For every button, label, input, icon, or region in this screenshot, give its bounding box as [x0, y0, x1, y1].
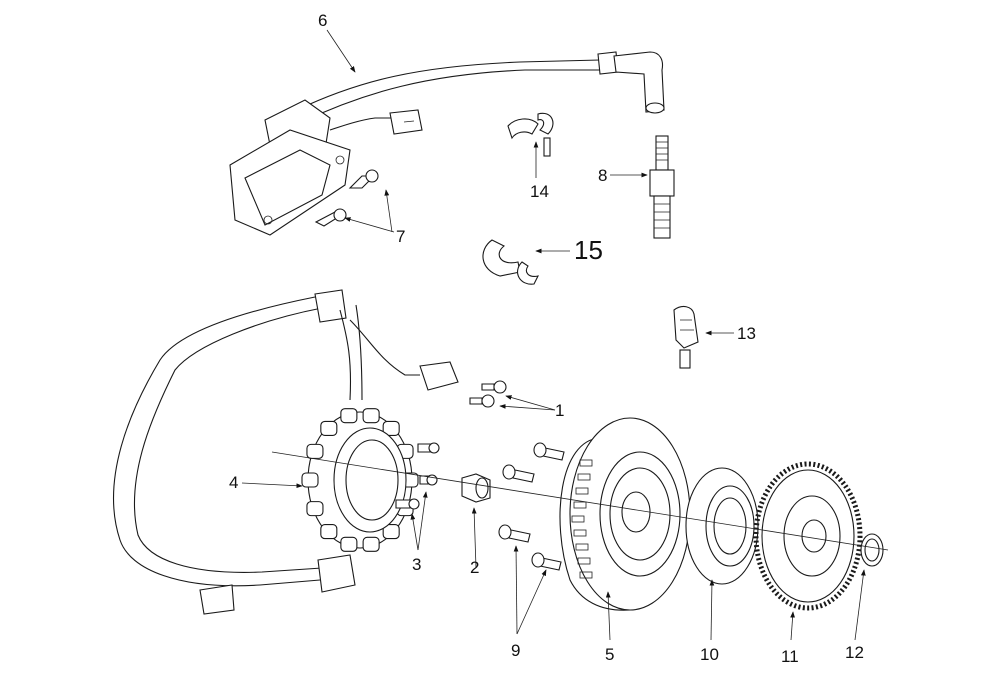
- stator-pole: [382, 420, 400, 436]
- callout-14: 14: [530, 182, 549, 201]
- flywheel-slot: [577, 473, 591, 481]
- flywheel-slot: [573, 529, 587, 537]
- callout-7: 7: [396, 227, 405, 246]
- stator-pole: [340, 408, 358, 424]
- callout-5: 5: [605, 645, 614, 664]
- flywheel-slot: [575, 543, 589, 551]
- callout-10: 10: [700, 645, 719, 664]
- flywheel-slot: [571, 515, 585, 523]
- callout-12: 12: [845, 643, 864, 662]
- stator-pole: [301, 472, 319, 488]
- callout-8: 8: [598, 166, 607, 185]
- callout-15: 15: [574, 235, 603, 265]
- rotor-bolts: [498, 442, 565, 571]
- assembly-axis: [271, 451, 889, 551]
- callout-1: 1: [555, 401, 564, 420]
- stator-pole: [306, 443, 324, 459]
- stator-pole: [382, 524, 400, 540]
- nut: [461, 473, 491, 503]
- flywheel-slot: [577, 557, 591, 565]
- callout-6: 6: [318, 11, 327, 30]
- callout-9: 9: [511, 641, 520, 660]
- coil-screws: [314, 169, 379, 227]
- flywheel-slot: [573, 501, 587, 509]
- stator-pole: [362, 536, 380, 552]
- flywheel: [559, 417, 691, 611]
- leader-lines: [241, 29, 866, 641]
- starter-gear: [753, 461, 863, 611]
- stator-harness: [113, 289, 459, 615]
- spark-plug: [649, 135, 675, 239]
- one-way-clutch: [685, 467, 759, 585]
- stator-pole: [362, 408, 380, 424]
- flywheel-slot: [575, 487, 589, 495]
- stator-pole: [320, 524, 338, 540]
- ignition-coil: [229, 51, 665, 236]
- callout-3: 3: [412, 555, 421, 574]
- stator-pole: [306, 501, 324, 517]
- stator: [301, 408, 419, 552]
- flywheel-slot: [579, 459, 593, 467]
- cable-clamp: [673, 305, 699, 369]
- stator-pole: [340, 536, 358, 552]
- bolts: [469, 380, 507, 408]
- washer: [860, 533, 884, 567]
- cable-clips: [482, 239, 539, 285]
- cable-clip: [507, 112, 554, 157]
- stator-pole: [320, 420, 338, 436]
- callout-13: 13: [737, 324, 756, 343]
- stator-screws: [395, 442, 440, 510]
- flywheel-slot: [579, 571, 593, 579]
- callout-11: 11: [781, 647, 799, 666]
- callout-4: 4: [229, 473, 238, 492]
- callout-2: 2: [470, 558, 479, 577]
- callout-labels: 6 7 14 8 15 13 1 4 3 2 9 5 10 11 12: [229, 11, 864, 666]
